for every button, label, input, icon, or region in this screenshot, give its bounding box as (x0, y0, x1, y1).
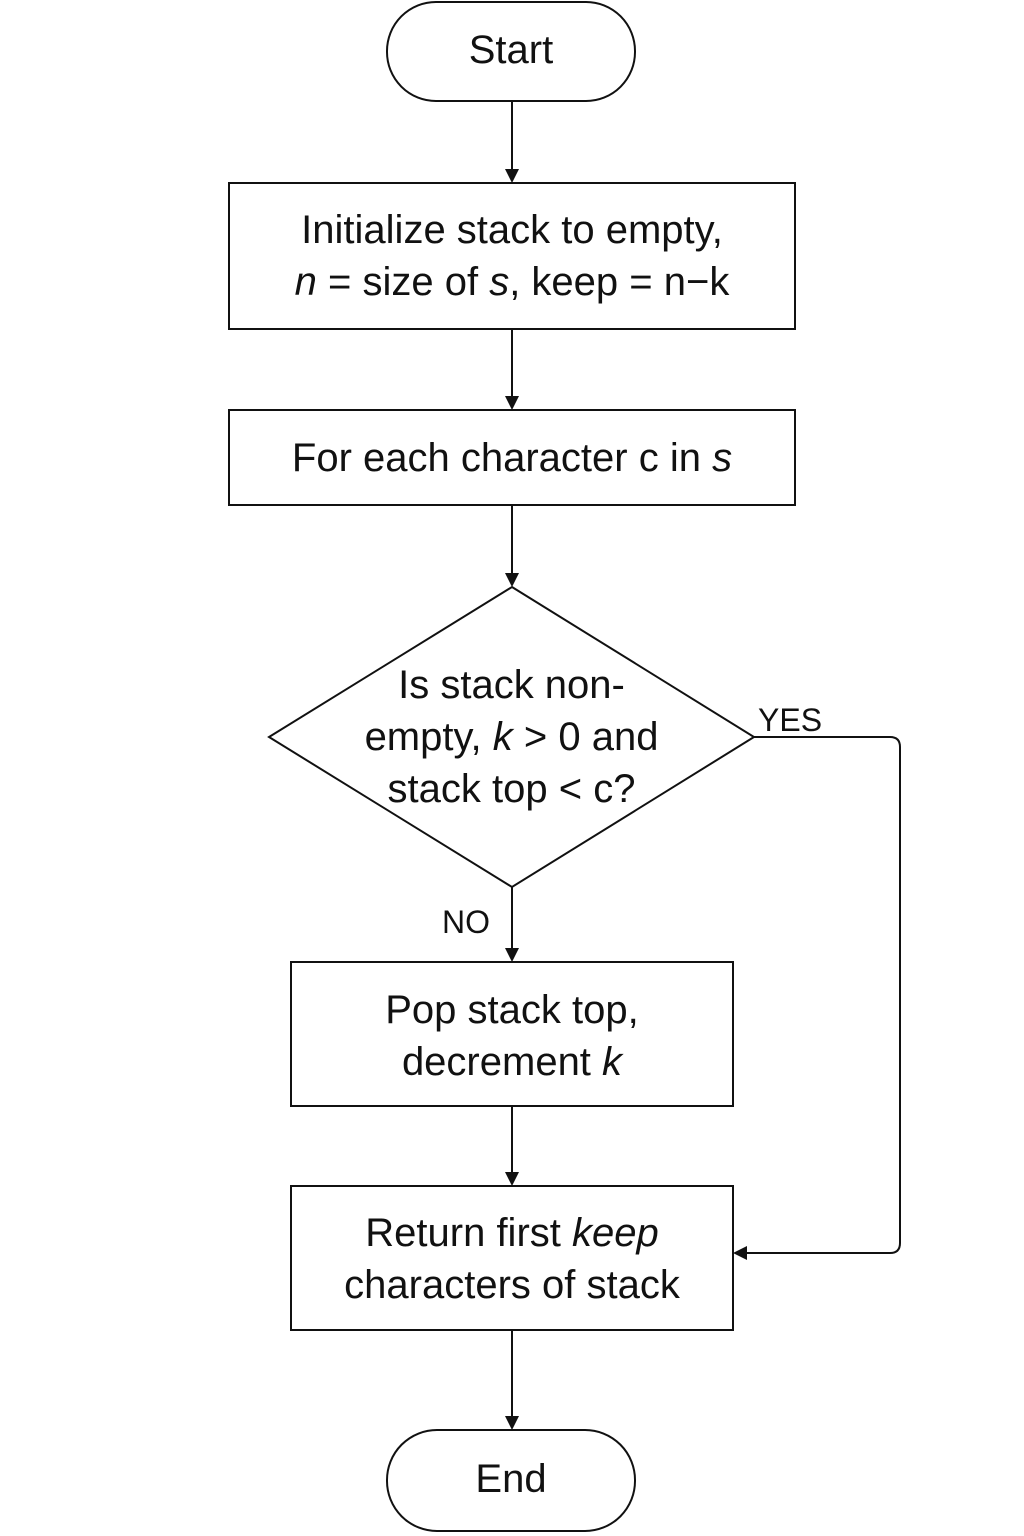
pop-line-2: decrement k (291, 1036, 733, 1088)
yes-edge-label: YES (758, 702, 823, 738)
end-label: End (387, 1453, 635, 1505)
loop-process-box (228, 409, 796, 506)
init-process-box (228, 182, 796, 330)
no-edge-label: NO (442, 904, 490, 940)
init-line-1: Initialize stack to empty, (301, 208, 723, 252)
init-var-n: n (294, 260, 317, 304)
decision-text: Is stack non- empty, k > 0 and stack top… (269, 659, 754, 815)
return-line-2: characters of stack (344, 1263, 680, 1307)
decision-line-2: empty, k > 0 and (269, 711, 754, 763)
return-line-1-pre: Return first (365, 1211, 572, 1255)
return-var-keep: keep (571, 1211, 659, 1255)
decision-var-k: k (492, 715, 513, 759)
init-text: Initialize stack to empty, n = size of s… (229, 204, 795, 308)
pop-text: Pop stack top, decrement k (291, 984, 733, 1088)
loop-var-s: s (712, 436, 733, 480)
pop-line-1: Pop stack top, (385, 988, 639, 1032)
init-keep-expr: , keep = n−k (509, 260, 730, 304)
decision-line-2-post: > 0 and (512, 715, 659, 759)
init-eq-size: = size of (316, 260, 490, 304)
decision-line-2-pre: empty, (364, 715, 493, 759)
pop-var-k: k (602, 1040, 623, 1084)
loop-line-prefix: For each character c in (291, 436, 713, 480)
pop-process-box (290, 961, 734, 1107)
end-label-text: End (475, 1457, 547, 1501)
start-label-text: Start (468, 28, 554, 72)
return-process-box (290, 1185, 734, 1331)
loop-text: For each character c in s (229, 432, 795, 484)
return-text: Return first keep characters of stack (291, 1207, 733, 1311)
decision-line-1: Is stack non- (398, 663, 625, 707)
loop-line: For each character c in s (229, 432, 795, 484)
return-line-1: Return first keep (291, 1207, 733, 1259)
end-terminal (386, 1429, 636, 1532)
init-line-2: n = size of s, keep = n−k (229, 256, 795, 308)
pop-line-2-pre: decrement (401, 1040, 603, 1084)
arrow-decision-yes-to-return (733, 736, 901, 1260)
decision-line-3: stack top < c? (387, 767, 636, 811)
init-var-s: s (489, 260, 510, 304)
start-label: Start (387, 24, 635, 76)
